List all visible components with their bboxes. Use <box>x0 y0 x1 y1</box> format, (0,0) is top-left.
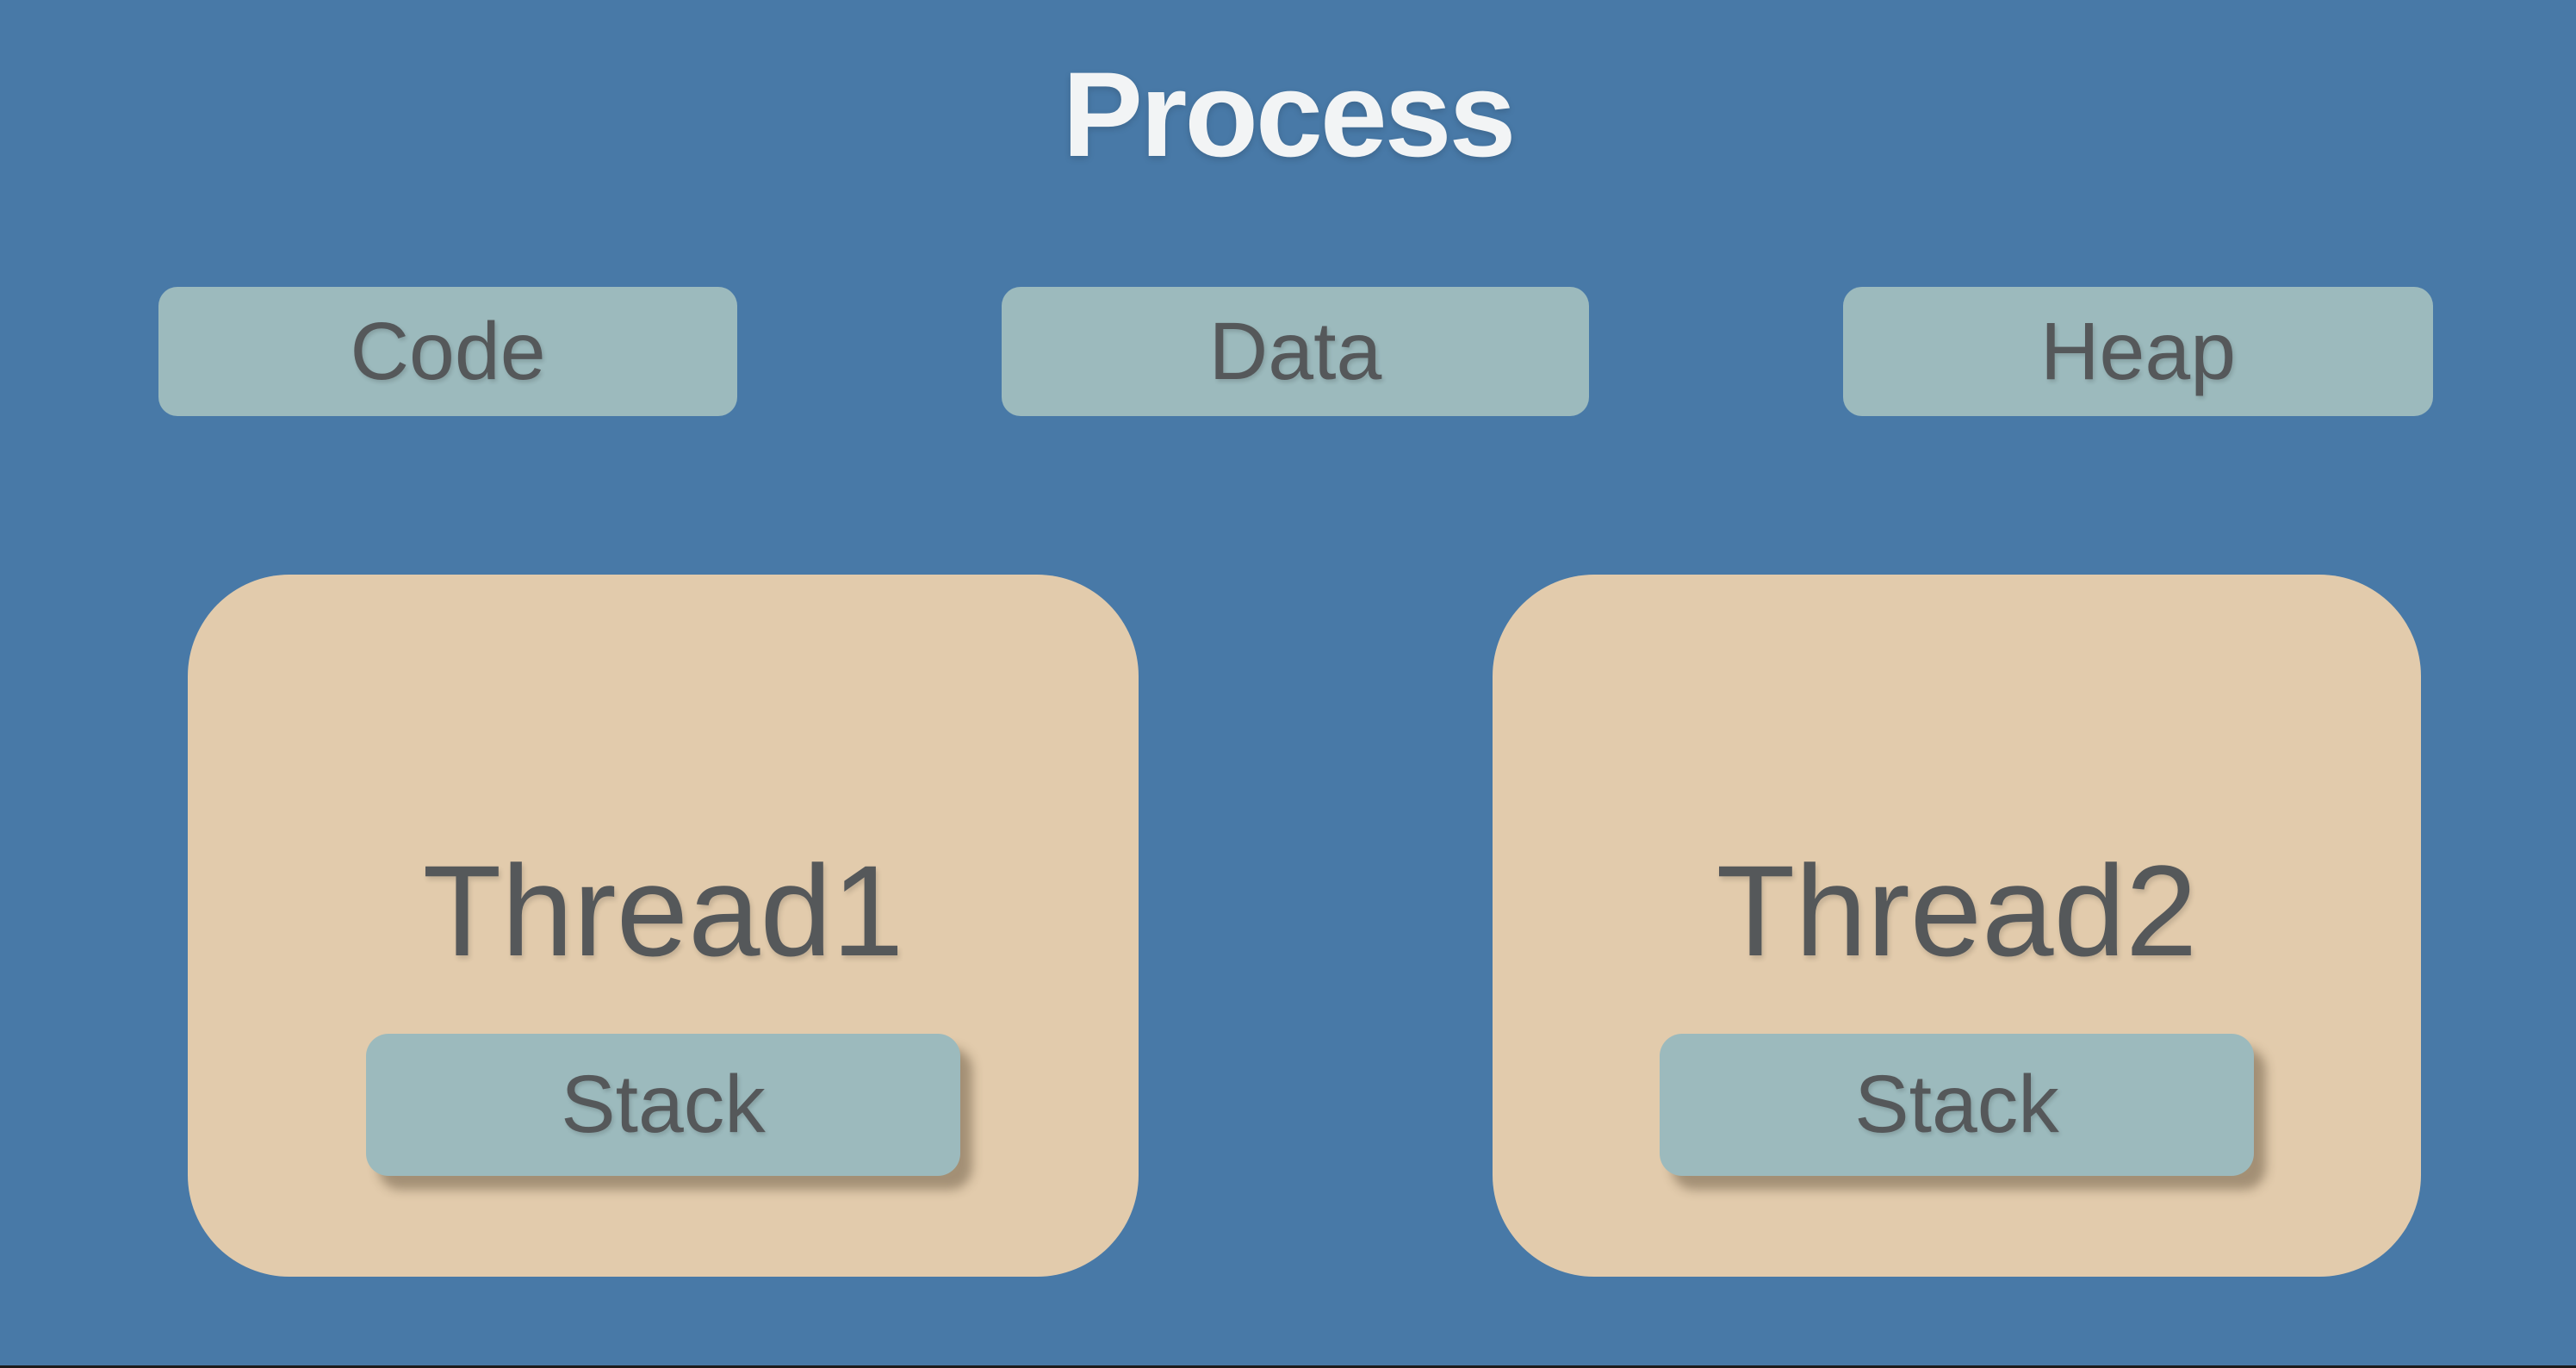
thread1-label: Thread1 <box>422 838 904 983</box>
diagram-title: Process <box>1062 47 1517 182</box>
code-segment-box: Code <box>158 287 737 416</box>
data-segment-label: Data <box>1208 305 1382 397</box>
thread2-stack-label: Stack <box>1854 1059 2059 1150</box>
heap-segment-box: Heap <box>1843 287 2433 416</box>
thread1-stack-label: Stack <box>561 1059 766 1150</box>
data-segment-box: Data <box>1002 287 1589 416</box>
thread2-box: Thread2 Stack <box>1493 575 2421 1277</box>
thread1-box: Thread1 Stack <box>188 575 1139 1277</box>
thread2-label: Thread2 <box>1716 838 2198 983</box>
thread1-stack-box: Stack <box>366 1034 960 1176</box>
bottom-edge-strip <box>0 1365 2576 1368</box>
heap-segment-label: Heap <box>2039 305 2237 397</box>
thread2-stack-box: Stack <box>1660 1034 2254 1176</box>
code-segment-label: Code <box>350 305 546 397</box>
